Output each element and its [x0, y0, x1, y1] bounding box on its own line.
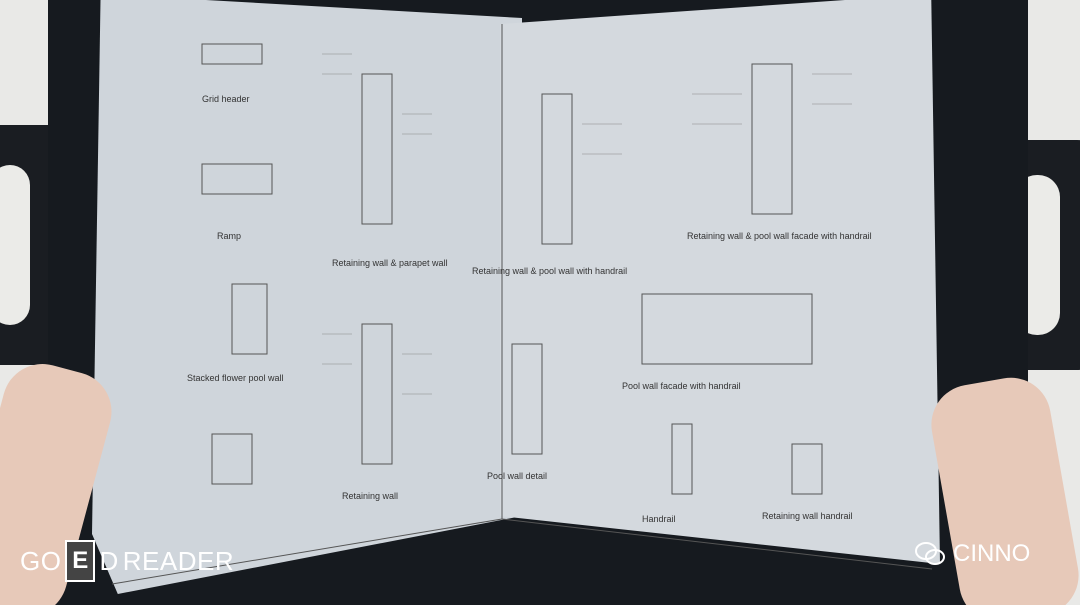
- caption-f: Retaining wall: [342, 491, 398, 501]
- caption-g: Pool wall detail: [487, 471, 547, 481]
- caption-c: Retaining wall & pool wall facade with h…: [687, 231, 872, 241]
- wechat-icon: [915, 542, 945, 565]
- caption-d: Stacked flower pool wall: [187, 373, 284, 383]
- goodereader-watermark: GO E D READER: [20, 540, 234, 582]
- watermark-right-text: CINNO: [953, 540, 1031, 567]
- caption-i: Retaining wall handrail: [762, 511, 853, 521]
- watermark-logo-box: E: [65, 540, 96, 582]
- caption-k: Grid header: [202, 94, 250, 104]
- watermark-left-prefix: GO: [20, 545, 62, 576]
- caption-e: Pool wall facade with handrail: [622, 381, 741, 391]
- cinno-watermark: CINNO: [915, 540, 1030, 568]
- screen-left-panel: [92, 0, 522, 594]
- blueprint-drawing: Retaining wall & parapet wall Retaining …: [111, 24, 933, 585]
- caption-h: Handrail: [642, 514, 676, 524]
- left-handle-hole: [0, 165, 30, 325]
- caption-b: Retaining wall & pool wall with handrail: [472, 266, 627, 276]
- caption-j: Ramp: [217, 231, 241, 241]
- caption-a: Retaining wall & parapet wall: [332, 258, 448, 268]
- watermark-left-mid: D: [99, 545, 119, 576]
- watermark-left-suffix: READER: [122, 545, 235, 576]
